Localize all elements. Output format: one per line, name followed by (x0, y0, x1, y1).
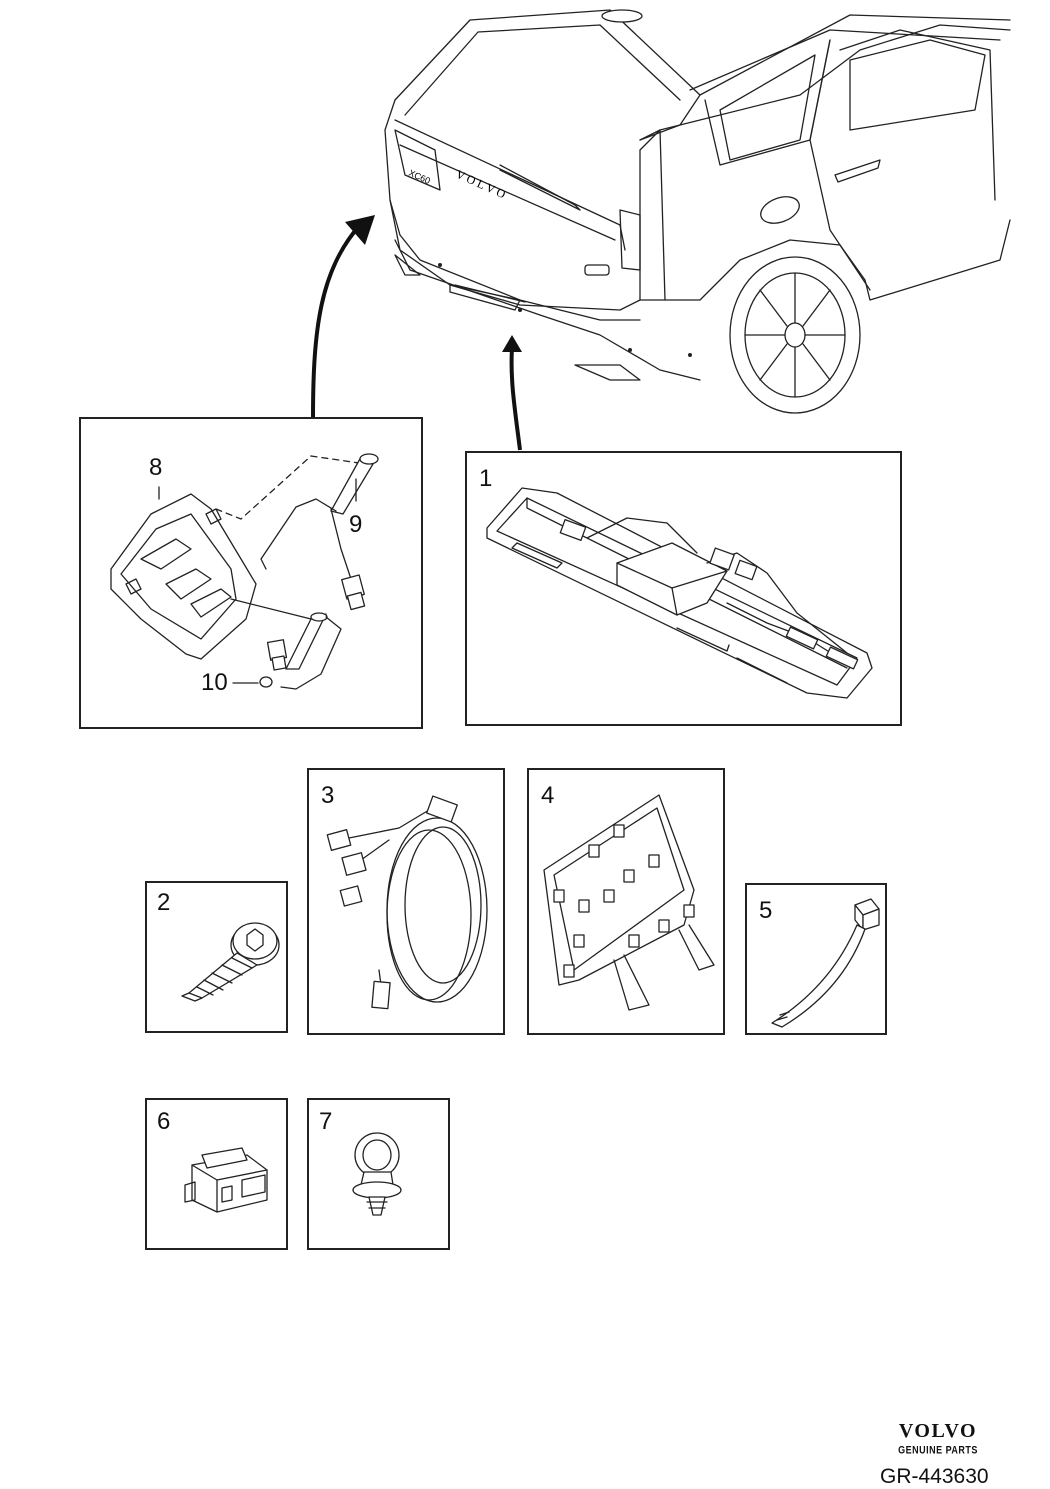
item-label-2: 2 (157, 889, 171, 916)
mounting-bracket-drawing (543, 794, 715, 1011)
volvo-genuine-parts-logo: VOLVO GENUINE PARTS (878, 1420, 998, 1456)
panel-item-6: 6 (145, 1098, 288, 1250)
cable-clip-drawing (352, 1132, 402, 1216)
model-badge: XC60 (407, 168, 432, 186)
car-rear-illustration: V O L V O XC60 (311, 9, 1011, 451)
panel-item-2: 2 (145, 881, 288, 1033)
item-label-10: 10 (201, 669, 228, 696)
item-label-3: 3 (321, 782, 335, 809)
item-label-7: 7 (319, 1108, 333, 1135)
item-label-6: 6 (157, 1108, 171, 1135)
wiring-harness-drawing (326, 795, 488, 1010)
brand-tagline: GENUINE PARTS (898, 1444, 978, 1456)
panel-item-7: 7 (307, 1098, 450, 1250)
torx-screw-drawing (181, 922, 280, 1002)
connector-housing-drawing (184, 1147, 268, 1213)
item-label-8: 8 (149, 454, 163, 481)
item-label-4: 4 (541, 782, 555, 809)
item-label-5: 5 (759, 897, 773, 924)
item-label-9: 9 (349, 511, 363, 538)
panel-items-8-9-10: 8 9 10 (79, 417, 423, 729)
brand-logo: VOLVO (898, 1420, 978, 1442)
svg-text:V O L V O: V O L V O (454, 167, 508, 201)
panel-item-1: 1 (465, 451, 902, 726)
item-label-1: 1 (479, 465, 493, 492)
tailgate-handle-drawing (486, 487, 873, 699)
cable-tie-drawing (771, 898, 880, 1028)
panel-item-4: 4 (527, 768, 725, 1035)
panel-item-3: 3 (307, 768, 505, 1035)
sensor-bracket-drawing (110, 453, 379, 690)
panel-item-5: 5 (745, 883, 887, 1035)
document-reference: GR-443630 (880, 1465, 989, 1488)
